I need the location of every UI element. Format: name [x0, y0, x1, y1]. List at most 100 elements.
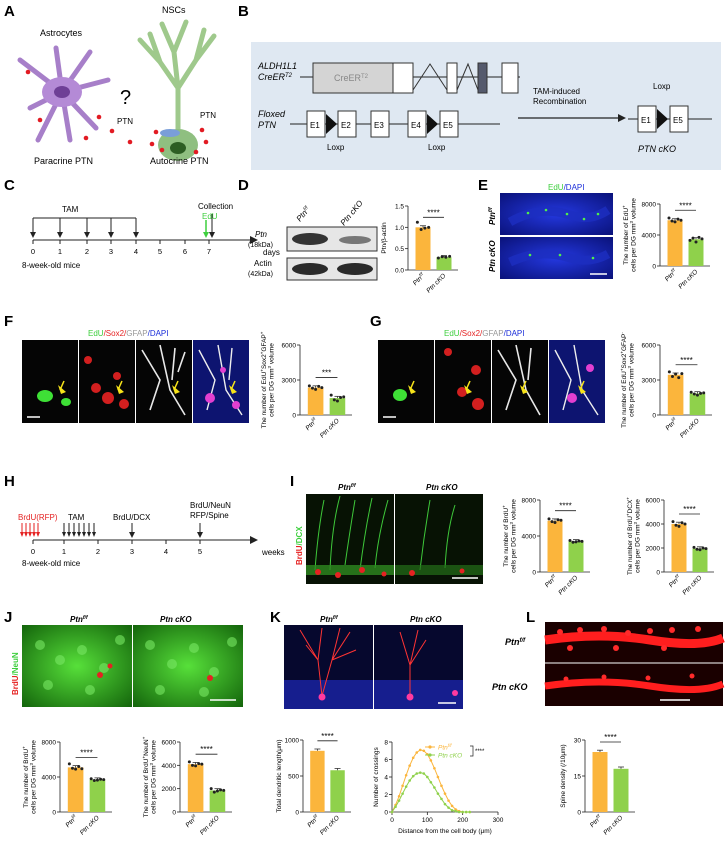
- week-tick-label: 1: [62, 547, 66, 556]
- sholl-series-line-1: [391, 772, 470, 813]
- collection-label: Collection: [198, 202, 233, 211]
- y-tick-label-L: 0: [577, 810, 581, 817]
- i-header-1: Ptnf/f: [338, 483, 357, 492]
- edu-arrowhead: [203, 232, 209, 238]
- sholl-point-1: [461, 810, 464, 814]
- y-axis-label-F: The number of EdU+Sox2+GFAP+: [260, 331, 269, 428]
- sholl-point-1: [401, 792, 404, 795]
- f-micrographs: [22, 340, 249, 423]
- tam-induced-label: TAM-induced: [533, 87, 580, 96]
- x-category-label-J2: Ptnf/f: [183, 813, 199, 829]
- exon-e4: E4: [411, 121, 421, 130]
- sholl-point-1: [415, 772, 419, 775]
- exon-e5: E5: [443, 121, 453, 130]
- sholl-point-0: [440, 784, 443, 788]
- brdu-arrowhead: [32, 532, 36, 537]
- sholl-x-tick-label: 300: [493, 817, 504, 824]
- data-point-G-1: [702, 391, 706, 395]
- sholl-x-tick-label: 200: [457, 817, 468, 824]
- data-point-D-1: [440, 255, 444, 259]
- sholl-point-1: [440, 797, 443, 801]
- data-point-G-0: [674, 372, 678, 376]
- y-axis-label-J2: The number of BrdU+NeuN+: [142, 736, 151, 817]
- sholl-point-1: [422, 772, 426, 775]
- legend-label-ff: Ptnf/f: [438, 743, 452, 752]
- blot-col2: Ptn cKO: [339, 199, 365, 228]
- ptn-cko-allele-label: PTN cKO: [638, 144, 676, 154]
- data-point-I2-1: [704, 547, 708, 551]
- data-point-I1-1: [568, 539, 572, 542]
- sig-stars-I1: ****: [559, 502, 571, 511]
- loxp-label-cko: Loxp: [653, 82, 671, 91]
- j-header-1: Ptnf/f: [70, 615, 89, 624]
- data-point-G-1: [695, 393, 699, 397]
- data-point-I1-1: [577, 539, 581, 543]
- j-side-label: BrdU/NeuN: [11, 652, 20, 695]
- y-axis-label-I2: The number of BrdU+DCX+: [626, 497, 635, 575]
- sholl-point-0: [397, 794, 401, 798]
- bar-D-1: [436, 257, 452, 270]
- y-tick-label-I1: 8000: [522, 498, 537, 505]
- h-injection-arrows: [20, 523, 203, 538]
- y-tick-label-G: 3000: [642, 378, 657, 385]
- panel-letter-h: H: [4, 473, 15, 490]
- i-header-2: Ptn cKO: [426, 483, 458, 492]
- panel-g-title: EdU/Sox2/GFAP/DAPI: [444, 329, 525, 338]
- y-tick-label-F: 3000: [282, 378, 297, 385]
- y-axis-label-I1: The number of BrdU+: [502, 505, 511, 567]
- bar-J1-1: [89, 779, 106, 812]
- day-tick-label: 6: [183, 247, 187, 256]
- panel-e-title: EdU/DAPI: [548, 183, 584, 192]
- mice-age-label: 8-week-old mice: [22, 261, 81, 270]
- sholl-x-tick-label: 100: [422, 817, 433, 824]
- sholl-y-tick-label: 6: [384, 757, 388, 764]
- ptn-dots: [25, 69, 209, 155]
- blot-ptn-kda: (18kDa): [248, 242, 273, 249]
- panel-letter-k: K: [270, 609, 281, 626]
- data-point-G-0: [670, 375, 674, 378]
- sholl-point-1: [411, 774, 415, 778]
- tam-label: TAM: [62, 205, 79, 214]
- x-category-label-E: Ptn cKO: [677, 268, 699, 290]
- sholl-point-1: [394, 805, 397, 809]
- exon-e2: E2: [341, 121, 351, 130]
- data-point-E-0: [679, 218, 683, 222]
- data-point-F-1: [342, 395, 346, 399]
- floxed-ptn-label: PTN: [258, 120, 277, 130]
- sholl-point-1: [464, 810, 468, 814]
- y-tick-label-D: 1.0: [395, 225, 404, 232]
- x-category-label-K1: Ptnf/f: [305, 813, 321, 829]
- y-tick-label-J2: 6000: [162, 740, 177, 747]
- sholl-point-0: [408, 764, 411, 767]
- sig-stars-I2: ****: [683, 505, 695, 514]
- bar-L-0: [592, 752, 608, 812]
- sholl-point-1: [443, 802, 447, 806]
- sig-stars-F: ***: [322, 369, 331, 378]
- data-point-G-0: [667, 370, 671, 374]
- y-tick-label-F: 0: [292, 413, 296, 420]
- bar-J2-0: [187, 764, 204, 812]
- data-point-J1-0: [70, 766, 74, 770]
- panel-d: D Ptnf/f Ptn cKO Ptn (18kDa) Actin (42kD…: [238, 177, 458, 295]
- x-category-label-E: Ptnf/f: [663, 267, 679, 283]
- data-point-G-1: [692, 392, 696, 396]
- legend-bracket: [470, 745, 474, 757]
- exon-e3: E3: [374, 121, 384, 130]
- y-tick-label-K1: 1000: [285, 738, 300, 745]
- x-category-label-G: Ptnf/f: [663, 416, 679, 432]
- sholl-x-tick-label: 0: [390, 817, 394, 824]
- data-point-I2-1: [701, 546, 705, 550]
- sholl-point-1: [408, 779, 411, 782]
- floxed-exons: E1 E2 E3 E4 E5: [306, 110, 459, 138]
- y-axis-label-G: The number of EdU+Sox2+GFAP-: [620, 332, 629, 428]
- panel-letter-j: J: [4, 609, 12, 626]
- y-axis-label-D: Ptn/β-actin: [381, 222, 388, 254]
- y-tick-label-J2: 2000: [162, 786, 177, 793]
